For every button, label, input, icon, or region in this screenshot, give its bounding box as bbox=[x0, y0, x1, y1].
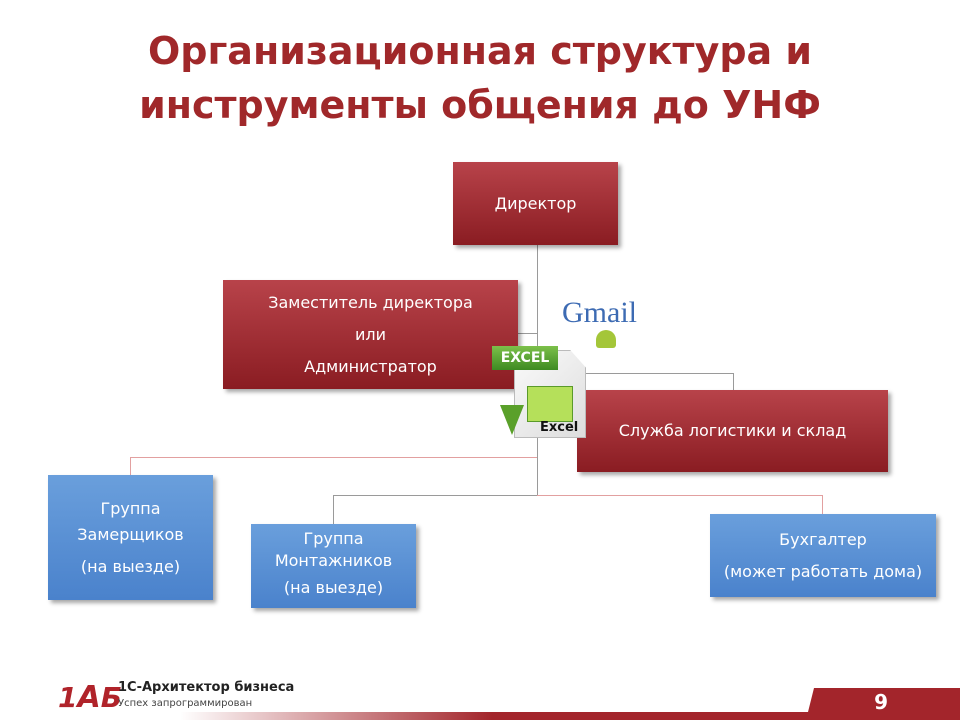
installers-line: Группа bbox=[303, 529, 364, 548]
connector bbox=[733, 373, 734, 390]
director-label: Директор bbox=[494, 193, 577, 213]
brand-name: 1С-Архитектор бизнеса bbox=[118, 680, 295, 695]
installers-box: Группа Монтажников (на выезде) bbox=[251, 524, 416, 608]
measurers-line: Замерщиков bbox=[77, 524, 184, 544]
installers-line: (на выезде) bbox=[283, 578, 384, 597]
company-logo: 1AБ bbox=[58, 680, 123, 715]
page-number-bar bbox=[806, 688, 960, 720]
admin-label: Администратор bbox=[304, 356, 437, 376]
accountant-line: Бухгалтер bbox=[779, 529, 867, 549]
installers-line: Монтажников bbox=[274, 551, 393, 570]
deputy-or: или bbox=[354, 324, 387, 344]
android-icon bbox=[596, 330, 616, 348]
accountant-line: (может работать дома) bbox=[723, 561, 923, 581]
connector bbox=[333, 495, 334, 524]
director-box: Директор bbox=[453, 162, 618, 245]
slide-title: Организационная структура и инструменты … bbox=[0, 24, 960, 132]
footer-line bbox=[180, 712, 960, 720]
excel-label: Excel bbox=[540, 420, 579, 435]
connector bbox=[822, 495, 823, 514]
connector bbox=[130, 457, 537, 458]
connector bbox=[130, 457, 131, 475]
deputy-box: Заместитель директора или Администратор bbox=[223, 280, 518, 389]
connector bbox=[518, 333, 537, 334]
excel-grid-icon bbox=[527, 386, 573, 422]
slogan: Успех запрограммирован bbox=[118, 698, 253, 709]
logistics-box: Служба логистики и склад bbox=[577, 390, 888, 472]
page-number: 9 bbox=[874, 690, 888, 714]
deputy-label: Заместитель директора bbox=[268, 292, 473, 312]
measurers-box: Группа Замерщиков (на выезде) bbox=[48, 475, 213, 600]
title-line-2: инструменты общения до УНФ bbox=[139, 83, 821, 127]
measurers-line: (на выезде) bbox=[80, 556, 181, 576]
excel-tag: EXCEL bbox=[492, 346, 558, 370]
title-line-1: Организационная структура и bbox=[147, 29, 813, 73]
connector bbox=[537, 495, 822, 496]
accountant-box: Бухгалтер (может работать дома) bbox=[710, 514, 936, 597]
logistics-label: Служба логистики и склад bbox=[618, 421, 847, 440]
gmail-icon: Gmail bbox=[562, 296, 637, 329]
download-arrow-icon bbox=[500, 405, 524, 435]
connector bbox=[537, 373, 733, 374]
connector bbox=[333, 495, 537, 496]
measurers-line: Группа bbox=[100, 498, 161, 518]
